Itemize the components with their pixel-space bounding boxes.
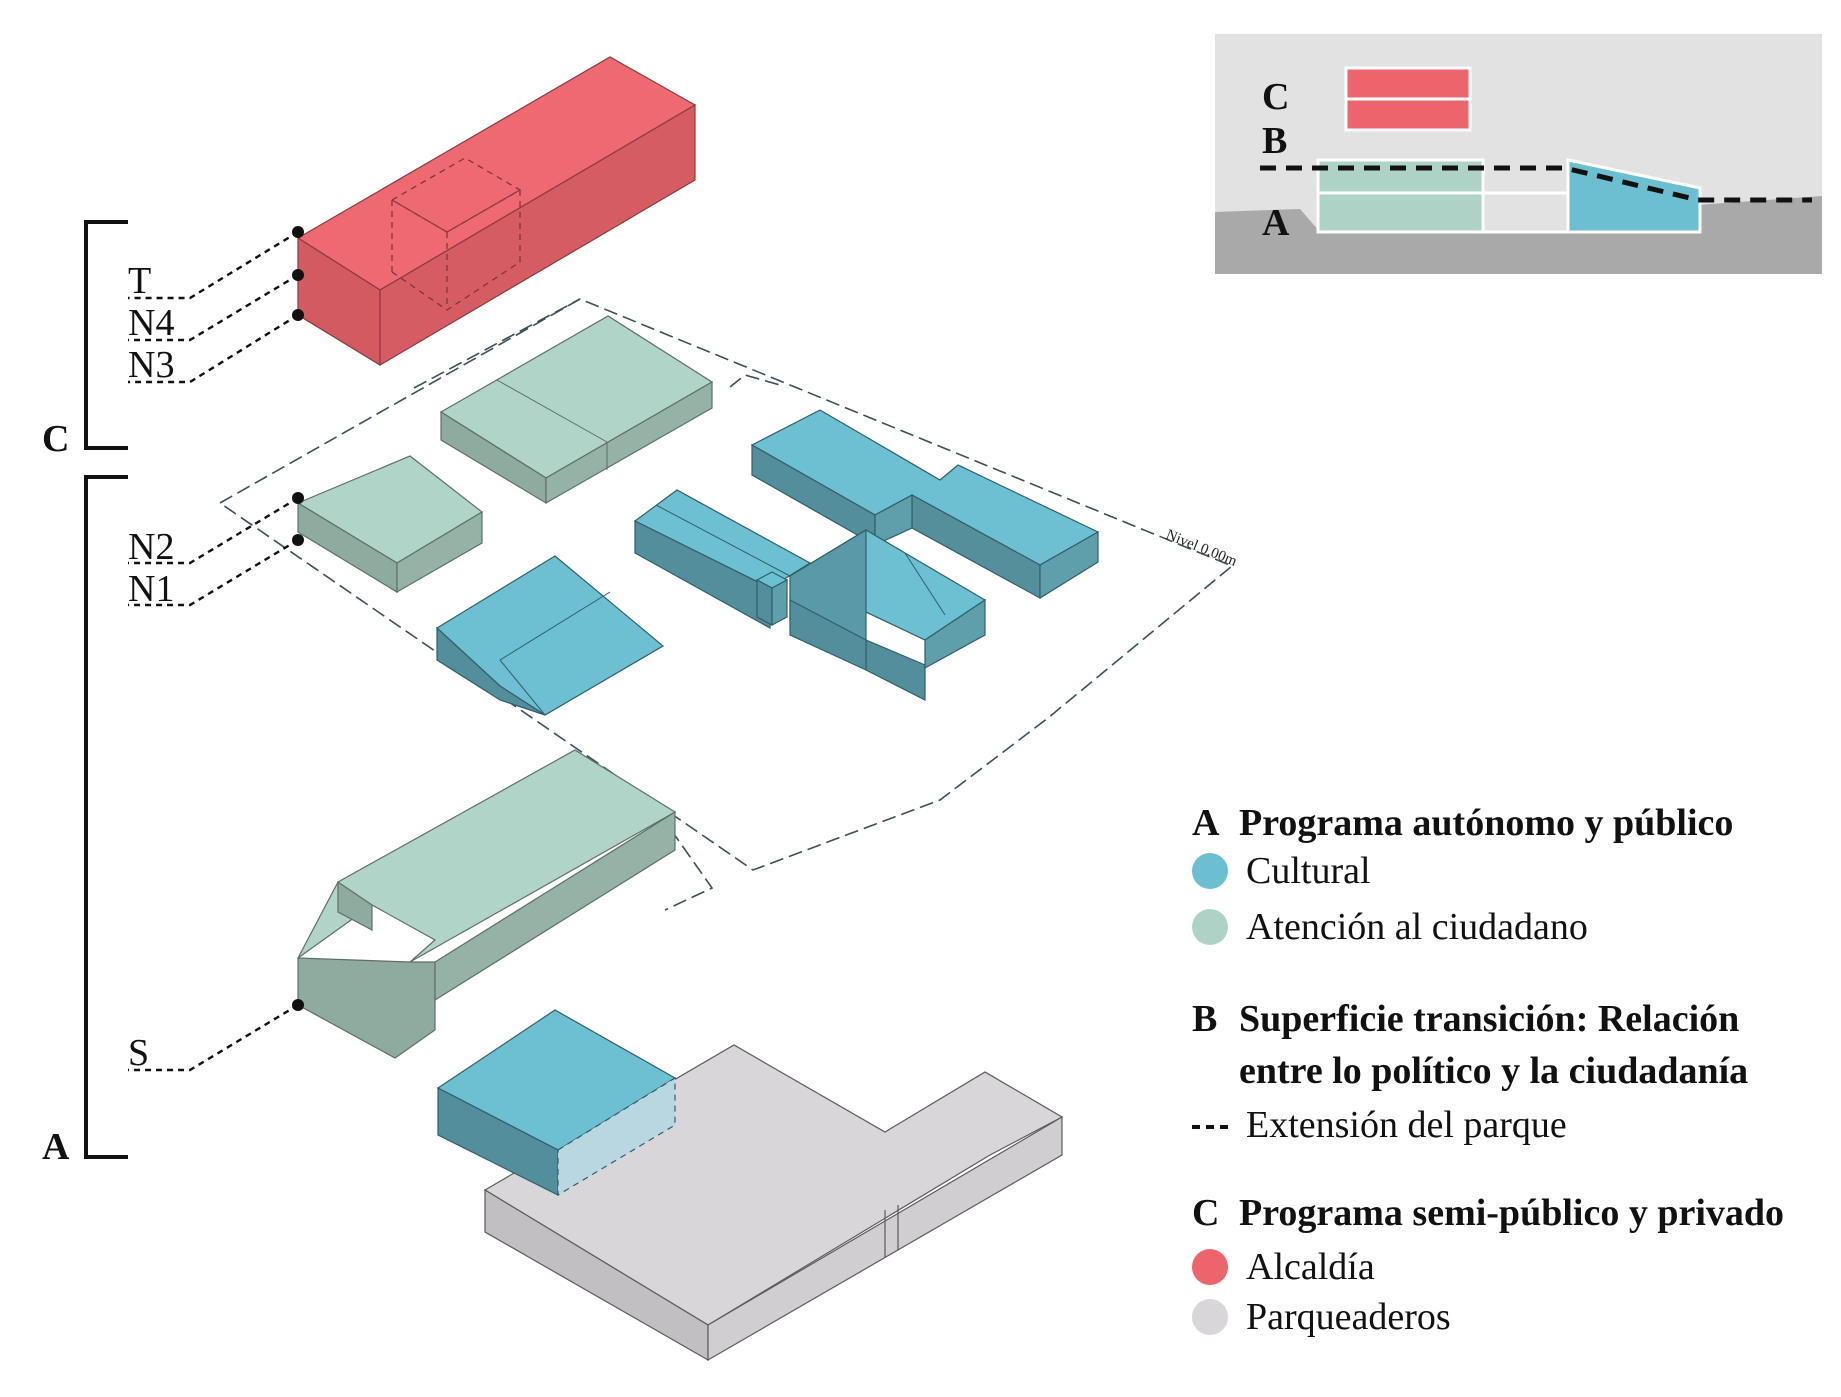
legend-alcaldia-swatch xyxy=(1192,1249,1228,1285)
legend-b-title-line2: entre lo político y la ciudadanía xyxy=(1239,1050,1749,1092)
site-outline xyxy=(219,298,1234,911)
legend-b-heading: B Superficie transición: Relación xyxy=(1192,991,1739,1047)
legend-b-letter: B xyxy=(1192,998,1218,1040)
legend-atencion-label: Atención al ciudadano xyxy=(1246,906,1588,948)
legend-a-title: Programa autónomo y público xyxy=(1239,802,1734,844)
legend-cultural-swatch xyxy=(1192,853,1228,889)
section-atencion-block xyxy=(1316,158,1485,234)
legend-cultural-label: Cultural xyxy=(1246,850,1371,892)
atencion-upper-volumes xyxy=(296,315,714,594)
section-label-b: B xyxy=(1262,120,1288,162)
level-label-t: T xyxy=(128,260,152,302)
cultural-volumes xyxy=(436,409,1100,716)
level-label-n3: N3 xyxy=(128,344,175,386)
bracket-c xyxy=(84,220,128,450)
legend-c-title: Programa semi-público y privado xyxy=(1239,1192,1785,1234)
legend-atencion-swatch xyxy=(1192,909,1228,945)
level-label-n2: N2 xyxy=(128,526,175,568)
legend-b-title-line1: Superficie transición: Relación xyxy=(1239,998,1740,1040)
bracket-label-c: C xyxy=(42,418,70,460)
section-label-a: A xyxy=(1262,202,1290,244)
section-park-extension-line xyxy=(1260,165,1812,203)
alcaldia-volume xyxy=(296,56,697,367)
legend-a-letter: A xyxy=(1192,802,1220,844)
cultural-lower-volume xyxy=(436,1009,677,1197)
brackets xyxy=(84,220,128,1159)
bracket-label-a: A xyxy=(42,1126,70,1168)
legend-a-heading: A Programa autónomo y público xyxy=(1192,795,1733,851)
section-label-c: C xyxy=(1262,76,1290,118)
legend-c-heading: C Programa semi-público y privado xyxy=(1192,1185,1784,1241)
legend-park-extension-label: Extensión del parque xyxy=(1246,1104,1567,1146)
legend-alcaldia-label: Alcaldía xyxy=(1246,1246,1375,1288)
legend-c-letter: C xyxy=(1192,1192,1220,1234)
level-label-s: S xyxy=(128,1032,150,1074)
legend-park-extension-dashes xyxy=(1192,1125,1228,1129)
bracket-a xyxy=(84,475,128,1159)
level-leaders xyxy=(128,230,299,1072)
level-label-n1: N1 xyxy=(128,568,175,610)
level-dots xyxy=(292,226,304,1011)
level-label-n4: N4 xyxy=(128,302,175,344)
atencion-lower-volume xyxy=(297,749,677,1059)
nivel-label: Nivel 0.00m xyxy=(1164,527,1240,570)
section-inset xyxy=(1215,34,1822,274)
legend-parqueaderos-label: Parqueaderos xyxy=(1246,1296,1451,1338)
legend-parqueaderos-swatch xyxy=(1192,1299,1228,1335)
